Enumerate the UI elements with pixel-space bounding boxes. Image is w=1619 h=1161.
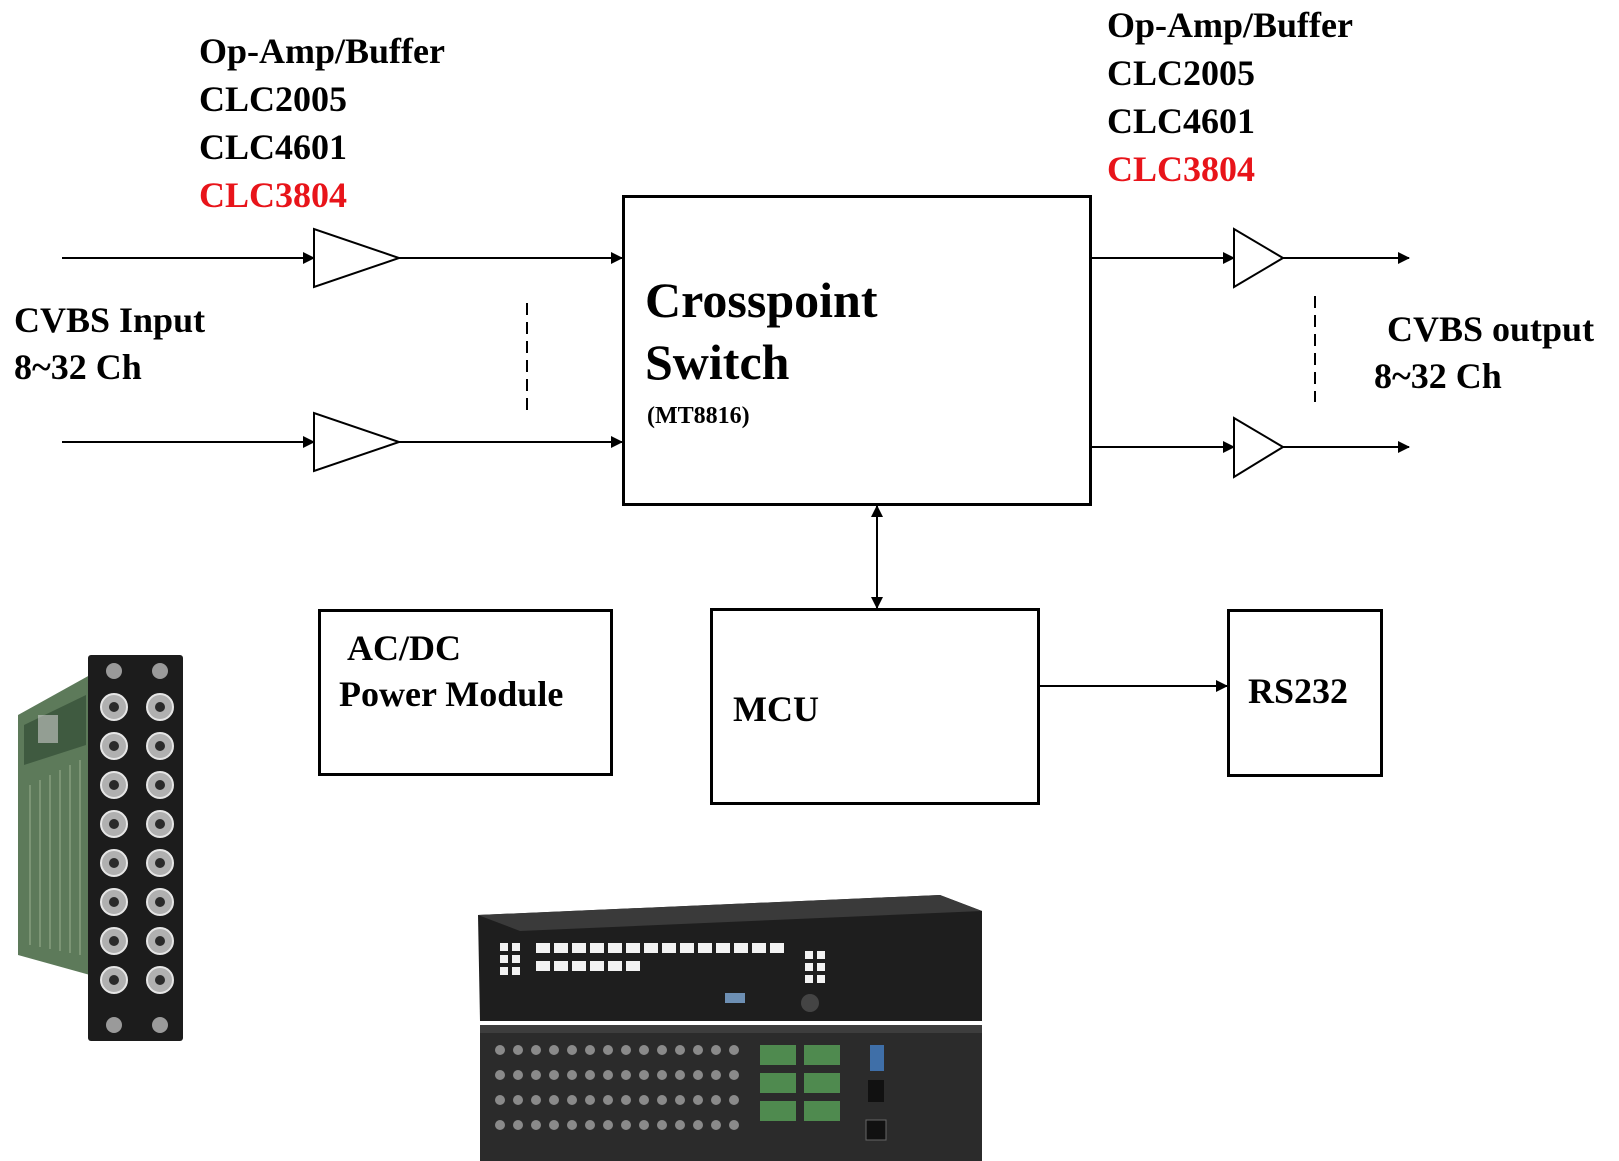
matrix-switcher-image (478, 895, 982, 1161)
output-buffer-part-1: CLC2005 (1107, 53, 1256, 93)
output-amp-1-icon (1233, 227, 1285, 289)
crosspoint-title: Crosspoint (645, 272, 878, 328)
input-buffer-part-2: CLC4601 (199, 127, 348, 167)
output-amp-2-icon (1233, 416, 1285, 479)
mcu-block: MCU (710, 608, 1040, 805)
output-channel-count: 8~32 Ch (1374, 356, 1502, 396)
power-module-block: AC/DC Power Module (318, 609, 613, 776)
bnc-interface-card-image (18, 655, 183, 1041)
output-buffer-part-2: CLC4601 (1107, 101, 1256, 141)
input-buffer-title: Op-Amp/Buffer (199, 31, 445, 71)
mcu-label: MCU (733, 689, 819, 729)
crosspoint-part-number: (MT8816) (647, 403, 750, 429)
output-buffer-title: Op-Amp/Buffer (1107, 5, 1353, 45)
input-amp-1-icon (313, 227, 403, 289)
input-amp-2-icon (313, 411, 403, 473)
power-module-subtitle: Power Module (339, 674, 564, 714)
input-label: CVBS Input (14, 300, 206, 340)
rs232-label: RS232 (1248, 671, 1349, 711)
rs232-block: RS232 (1227, 609, 1383, 777)
output-label: CVBS output (1387, 309, 1595, 349)
input-buffer-part-3: CLC3804 (199, 175, 348, 215)
power-module-title: AC/DC (347, 628, 461, 668)
output-buffer-part-3: CLC3804 (1107, 149, 1256, 189)
input-channel-count: 8~32 Ch (14, 347, 142, 387)
crosspoint-subtitle: Switch (645, 334, 790, 390)
crosspoint-switch-block: Crosspoint Switch (MT8816) (622, 195, 1092, 506)
input-buffer-part-1: CLC2005 (199, 79, 348, 119)
